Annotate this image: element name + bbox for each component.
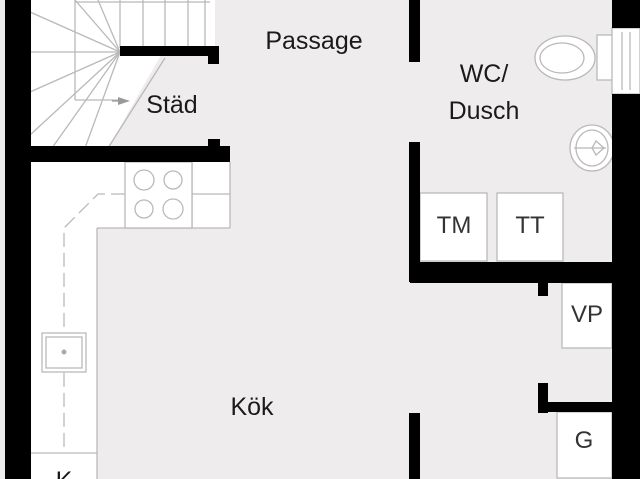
sink-icon [41,332,87,373]
room-label-stad: Städ [146,91,197,119]
label-vp: VP [571,301,603,328]
room-label-passage: Passage [265,27,362,55]
stove-icon [124,161,193,229]
washbasin-icon [569,124,615,172]
fixture-vp: VP [561,282,613,349]
window-icon [611,27,640,95]
label-tt: TT [515,212,545,239]
fixture-tm: TM [419,192,488,262]
toilet-icon [534,34,614,81]
staircase-icon [29,0,215,149]
label-g: G [575,427,594,454]
walls [5,0,640,479]
fixture-g: G [556,411,613,479]
room-label-dusch: Dusch [449,97,520,125]
room-label-k-partial: K [56,467,73,479]
room-label-kok: Kök [230,393,274,421]
room-label-wc: WC/ [460,60,509,88]
label-tm: TM [437,212,472,239]
fixture-tt: TT [496,192,564,262]
